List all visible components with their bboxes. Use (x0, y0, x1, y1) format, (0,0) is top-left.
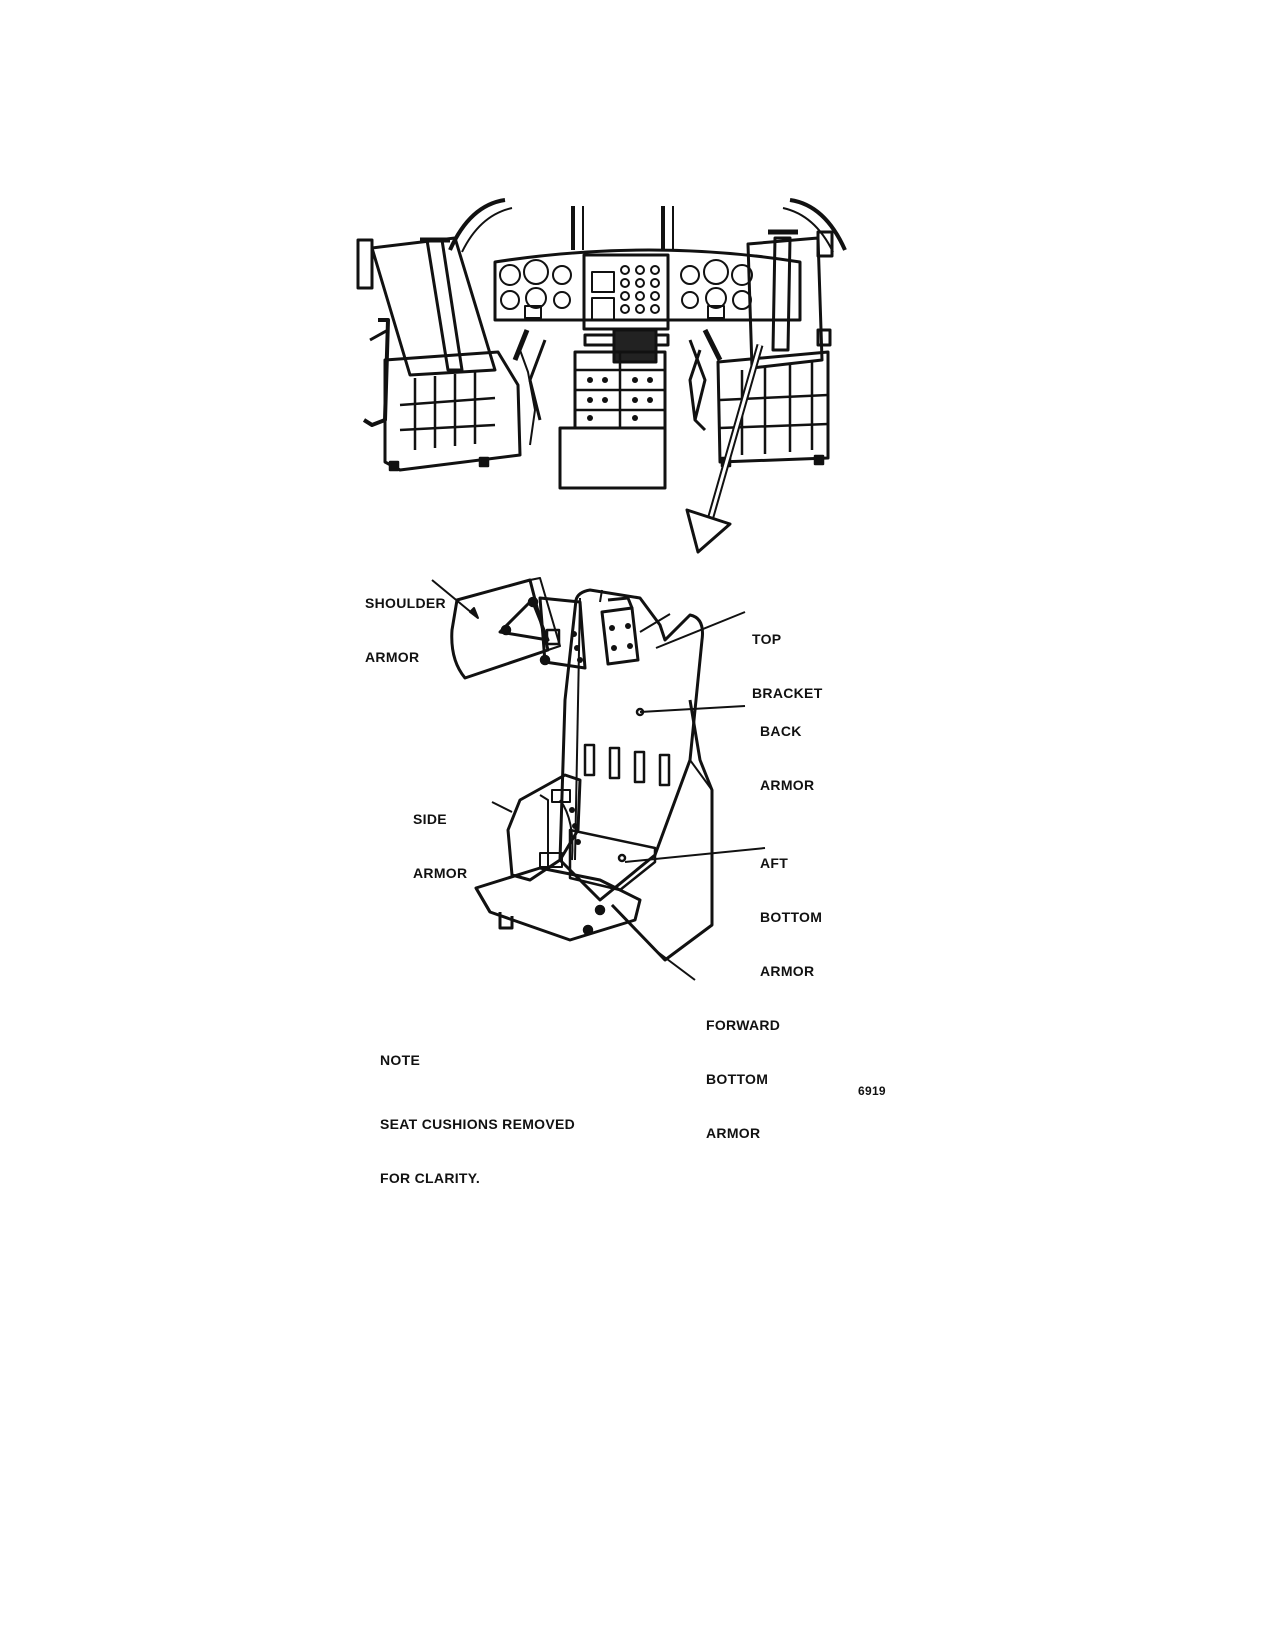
forward-bottom-armor-label: FORWARD BOTTOM ARMOR (706, 1017, 781, 1141)
aft-bottom-armor-label: AFT BOTTOM ARMOR (760, 855, 823, 979)
figure-number: 6919 (858, 1084, 886, 1098)
top-bracket-label: TOP BRACKET (752, 631, 823, 701)
side-armor-plate (506, 773, 582, 882)
back-armor-label: BACK ARMOR (760, 723, 815, 793)
left-pilot-seat (356, 236, 536, 472)
note-line: FOR CLARITY. (380, 1170, 481, 1186)
aft-bottom-armor-plate (568, 828, 657, 892)
cockpit-view (356, 198, 847, 554)
note-heading: NOTE (380, 1052, 421, 1068)
note-block: NOTE SEAT CUSHIONS REMOVED FOR CLARITY. (380, 1015, 575, 1205)
callout-arrow (685, 344, 764, 554)
forward-bottom-armor-plate (474, 866, 642, 942)
seat-armor-exploded-view (431, 577, 766, 981)
side-armor-label: SIDE ARMOR (413, 811, 468, 881)
shoulder-armor-label: SHOULDER ARMOR (365, 595, 446, 665)
shoulder-armor-plate (450, 578, 550, 680)
note-line: SEAT CUSHIONS REMOVED (380, 1116, 576, 1132)
leader-lines (431, 579, 766, 981)
top-bracket (600, 606, 640, 666)
